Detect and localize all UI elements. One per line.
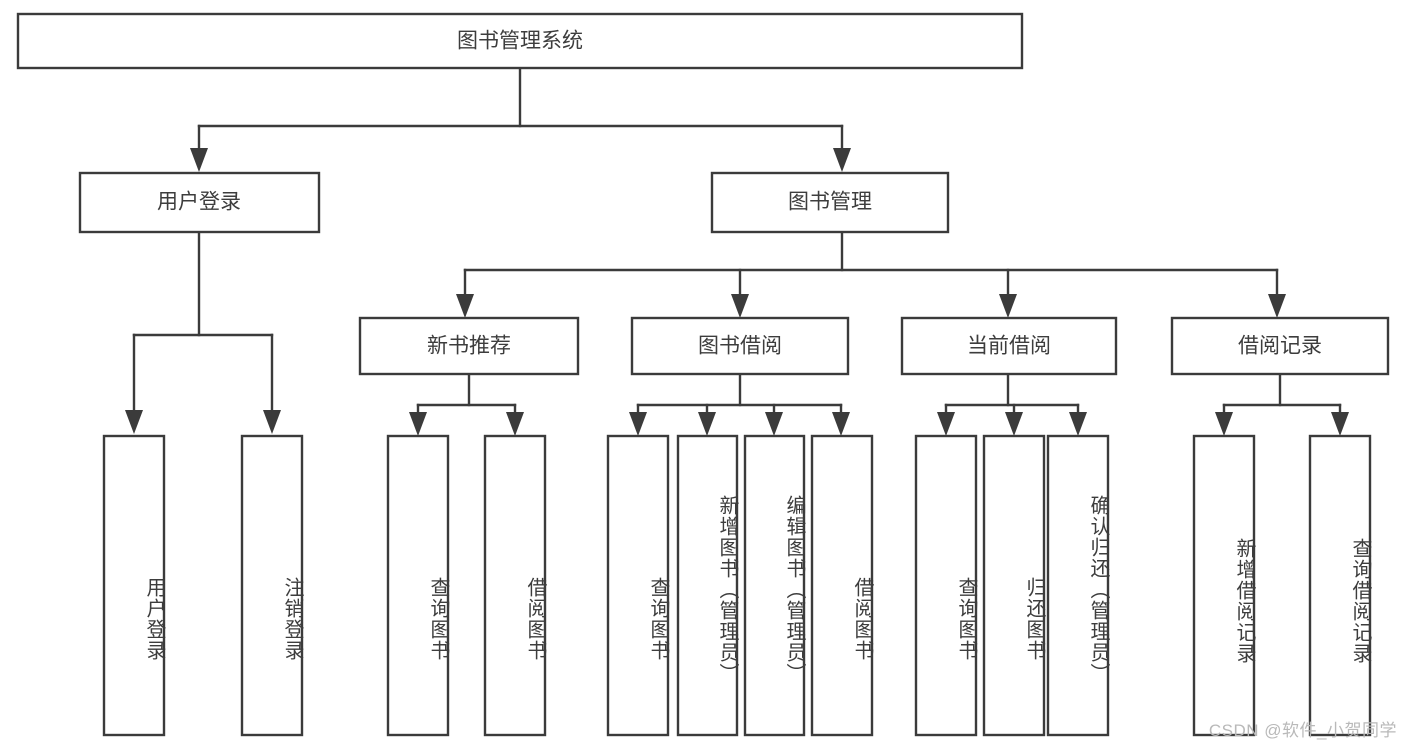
leaf-box-current-confirm[interactable]: [1046, 434, 1110, 737]
leaf-box-rec-query[interactable]: [386, 434, 450, 737]
connector-borrowrecord-to-leaves: [1215, 372, 1349, 436]
node-user-login-group[interactable]: 用户登录: [78, 171, 321, 234]
node-user-login-group-label: 用户登录: [157, 191, 241, 214]
node-book-manage-group-label: 图书管理: [788, 191, 872, 214]
connector-bookborrow-to-leaves: [629, 372, 850, 436]
leaf-box-record-query[interactable]: [1308, 434, 1372, 737]
node-root[interactable]: 图书管理系统: [16, 12, 1024, 70]
node-current-borrow[interactable]: 当前借阅: [900, 316, 1118, 376]
node-new-book-recommend[interactable]: 新书推荐: [358, 316, 580, 376]
connector-currentborrow-to-leaves: [937, 372, 1087, 436]
leaf-box-borrow-edit[interactable]: [743, 434, 806, 737]
connector-userlogin-to-leaves: [125, 230, 281, 434]
leaf-box-user-login[interactable]: [102, 434, 166, 737]
leaf-box-current-return[interactable]: [982, 434, 1046, 737]
leaf-box-borrow-borrow[interactable]: [810, 434, 874, 737]
connector-newbook-to-leaves: [409, 372, 524, 436]
node-root-label: 图书管理系统: [457, 30, 583, 53]
leaf-box-borrow-query[interactable]: [606, 434, 670, 737]
node-borrow-record[interactable]: 借阅记录: [1170, 316, 1390, 376]
node-book-borrow[interactable]: 图书借阅: [630, 316, 850, 376]
node-book-borrow-label: 图书借阅: [698, 335, 782, 358]
leaf-box-user-logout[interactable]: [240, 434, 304, 737]
leaf-box-borrow-add[interactable]: [676, 434, 739, 737]
node-current-borrow-label: 当前借阅: [967, 335, 1051, 358]
connector-bookmanage-to-level3: [456, 230, 1286, 318]
leaf-box-record-add[interactable]: [1192, 434, 1256, 737]
connector-root-to-level2: [190, 66, 851, 172]
csdn-watermark: CSDN @软件_小贺同学: [1208, 721, 1397, 740]
leaf-box-rec-borrow[interactable]: [483, 434, 547, 737]
leaf-box-current-query[interactable]: [914, 434, 978, 737]
node-book-manage-group[interactable]: 图书管理: [710, 171, 950, 234]
node-new-book-recommend-label: 新书推荐: [427, 335, 511, 358]
node-borrow-record-label: 借阅记录: [1238, 335, 1322, 358]
